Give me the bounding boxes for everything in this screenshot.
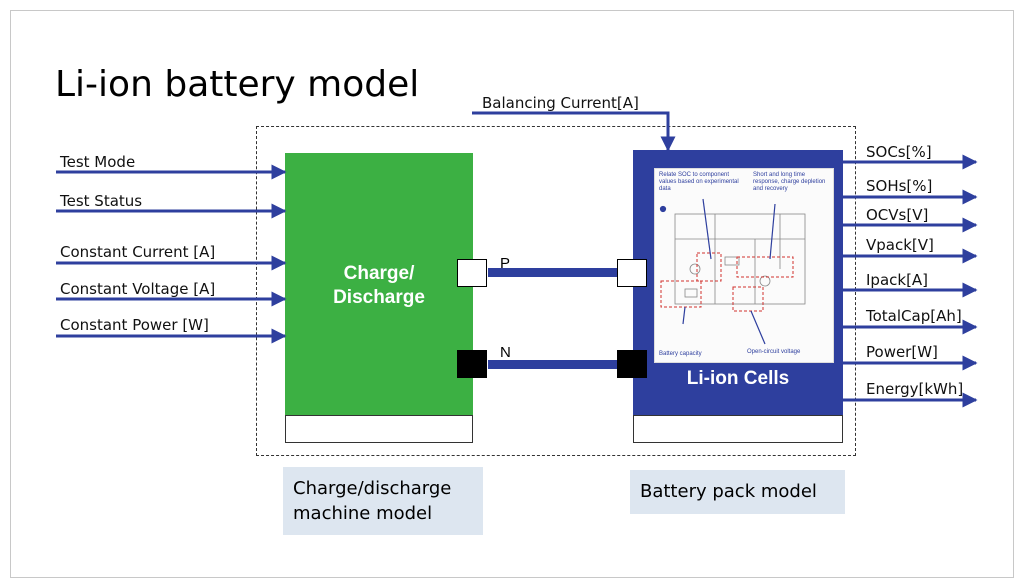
- charge-discharge-label-line2: Discharge: [333, 287, 425, 308]
- charge-discharge-label-line1: Charge/: [343, 263, 415, 284]
- inset-note-1: Relate SOC to component values based on …: [659, 172, 739, 192]
- li-ion-cells-label: Li-ion Cells: [686, 368, 790, 389]
- circuit-schematic: [659, 198, 806, 345]
- slide-title: Li-ion battery model: [55, 64, 420, 105]
- positive-bus: [488, 268, 618, 277]
- input-constant-current-label: Constant Current [A]: [60, 243, 216, 261]
- output-vpack-label: Vpack[V]: [866, 236, 934, 254]
- circuit-inset: Relate SOC to component values based on …: [654, 168, 834, 363]
- input-test-status-label: Test Status: [60, 192, 143, 210]
- inset-note-2: Short and long time response, charge dep…: [753, 172, 826, 192]
- input-test-mode-label: Test Mode: [60, 153, 136, 171]
- output-sohs-label: SOHs[%]: [866, 177, 933, 195]
- charger-negative-terminal: [457, 350, 487, 378]
- charge-discharge-footer: [285, 415, 473, 443]
- negative-terminal-label: N: [500, 344, 511, 361]
- inset-note-4: Open-circuit voltage: [747, 349, 801, 355]
- slide-frame: [10, 10, 1014, 578]
- output-energy-label: Energy[kWh]: [866, 380, 964, 398]
- negative-bus: [488, 360, 618, 369]
- output-totalcap-label: TotalCap[Ah]: [866, 307, 962, 325]
- output-power-label: Power[W]: [866, 343, 938, 361]
- output-ipack-label: Ipack[A]: [866, 271, 929, 289]
- inset-note-3: Battery capacity: [659, 351, 702, 357]
- input-constant-power-label: Constant Power [W]: [60, 316, 209, 334]
- machine-model-caption: Charge/discharge machine model: [283, 467, 483, 535]
- machine-model-caption-line2: machine model: [293, 503, 433, 524]
- positive-terminal-label: P: [500, 255, 511, 272]
- charge-discharge-block: [285, 153, 473, 415]
- balancing-current-label: Balancing Current[A]: [482, 94, 639, 112]
- cells-positive-terminal: [617, 259, 647, 287]
- input-constant-voltage-label: Constant Voltage [A]: [60, 280, 216, 298]
- arrow-balancing-current: [472, 111, 676, 152]
- li-ion-cells-footer: [633, 415, 843, 443]
- cells-negative-terminal: [617, 350, 647, 378]
- charge-discharge-label: Charge/ Discharge: [285, 262, 473, 310]
- charger-positive-terminal: [457, 259, 487, 287]
- output-ocvs-label: OCVs[V]: [866, 206, 929, 224]
- pack-model-caption: Battery pack model: [630, 470, 845, 514]
- machine-model-caption-line1: Charge/discharge: [293, 478, 452, 499]
- output-socs-label: SOCs[%]: [866, 143, 932, 161]
